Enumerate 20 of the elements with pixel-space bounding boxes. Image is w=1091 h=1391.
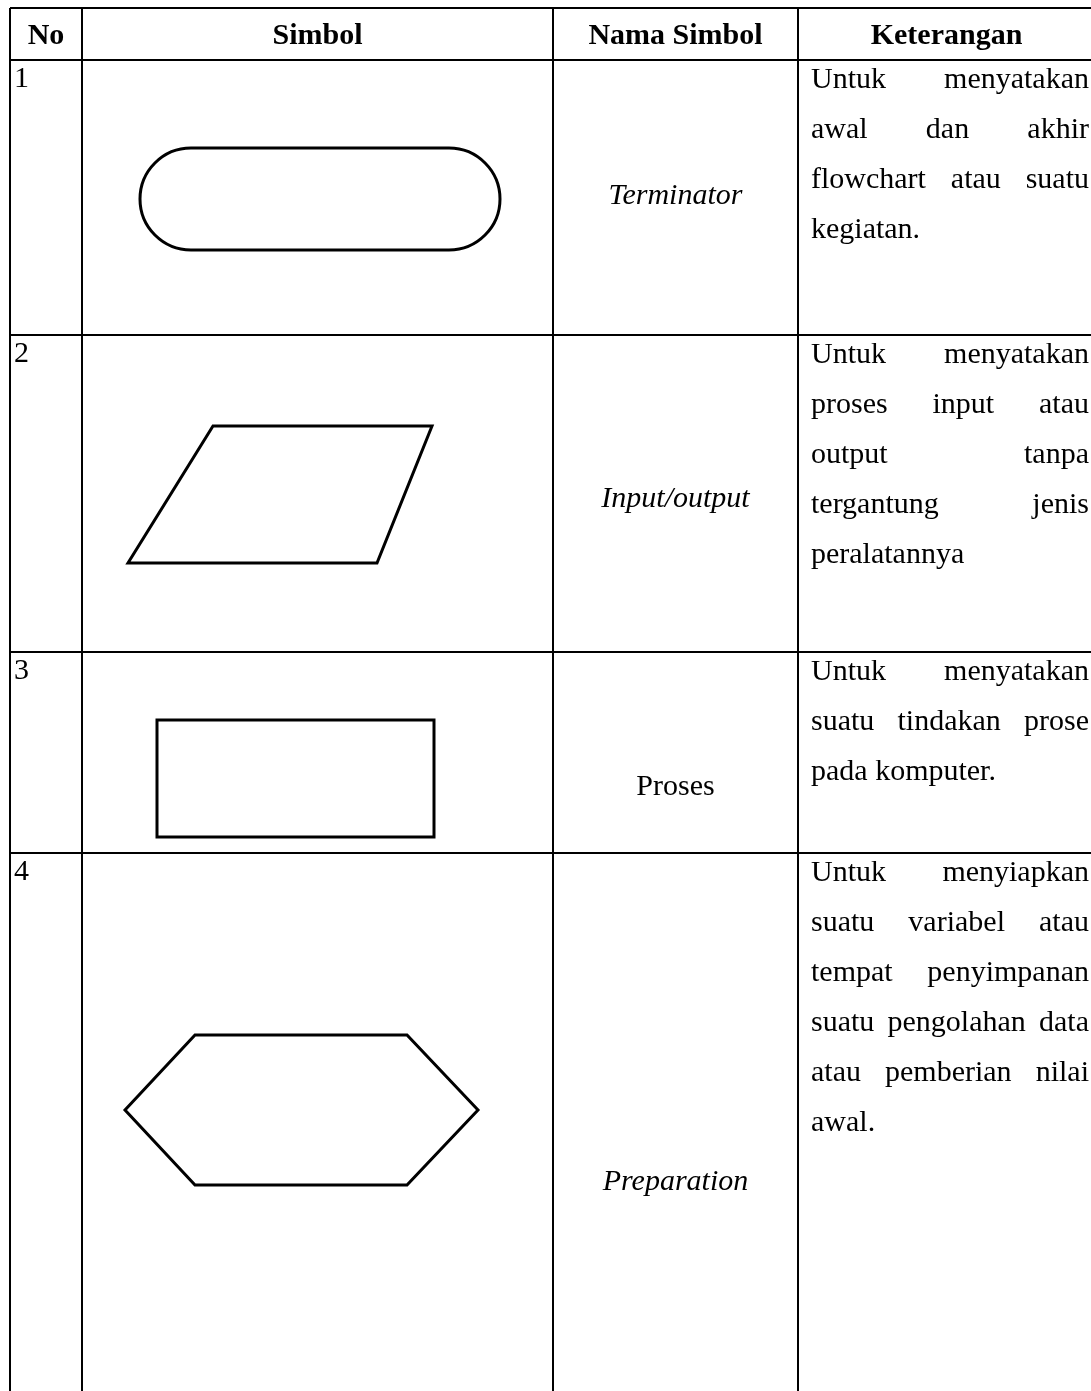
description-text: Untuk menyatakan suatu tindakan prose pada komputer. (811, 652, 1089, 788)
description-text: Untuk menyatakan awal dan akhir flowchart atau suatu kegiatan. (811, 60, 1089, 246)
hexagon-symbol (122, 1033, 481, 1187)
description-text: Untuk menyiapkan suatu variabel atau tempat penyimpanan suatu pengolahan data atau pemberian nilai awal. (811, 853, 1089, 1139)
column-header: No (26, 16, 66, 52)
row-number: 2 (14, 337, 30, 367)
row-number: 4 (14, 855, 30, 885)
parallelogram-symbol (125, 424, 435, 565)
symbol-name: Input/output (600, 479, 751, 515)
column-header: Nama Simbol (587, 16, 764, 52)
terminator-symbol (138, 146, 502, 252)
row-number: 1 (14, 62, 30, 92)
rectangle-symbol (155, 718, 436, 839)
row-number: 3 (14, 654, 30, 684)
symbol-name: Proses (635, 767, 716, 803)
column-header: Keterangan (869, 16, 1024, 52)
column-header: Simbol (271, 16, 364, 52)
symbol-name: Preparation (601, 1162, 750, 1198)
symbol-name: Terminator (607, 176, 744, 212)
description-text: Untuk menyatakan proses input atau output tanpa tergantung jenis peralatannya (811, 335, 1089, 571)
